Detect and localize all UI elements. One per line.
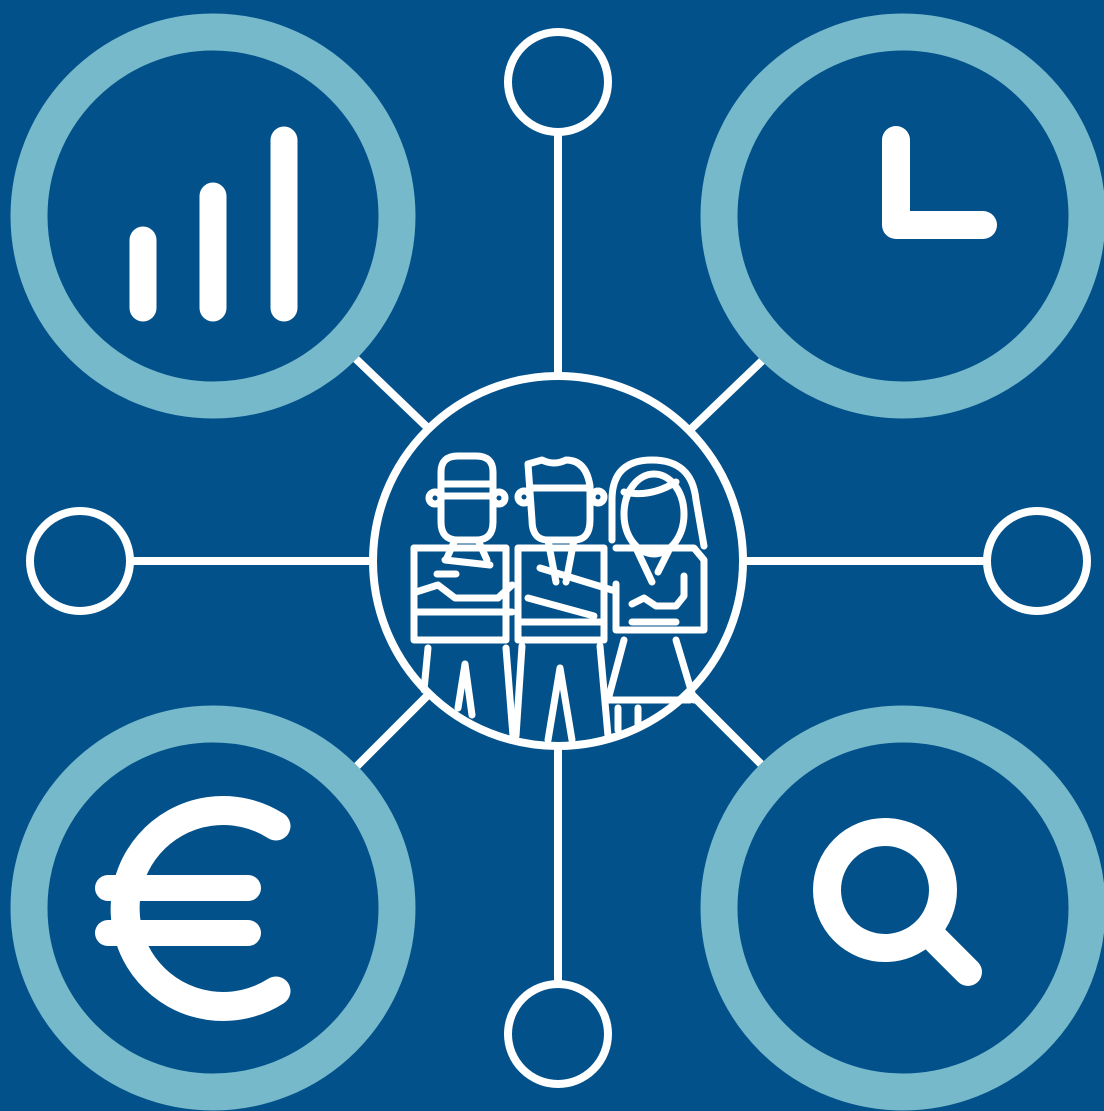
connector-top-right xyxy=(687,355,768,433)
small-node-right xyxy=(983,507,1091,615)
ring xyxy=(700,705,1104,1111)
euro-icon xyxy=(95,796,291,1021)
feature-circle-chart xyxy=(10,13,416,419)
search-icon xyxy=(813,818,982,986)
feature-circle-search xyxy=(700,705,1104,1111)
connector-top-left xyxy=(352,355,433,433)
connector-lines xyxy=(128,130,990,986)
feature-circle-clock xyxy=(700,13,1104,419)
hub-circle xyxy=(369,372,747,750)
small-node-bottom xyxy=(504,980,612,1088)
connector-bottom-left xyxy=(352,690,433,771)
feature-circle-euro xyxy=(10,705,416,1111)
connector-bottom-right xyxy=(687,690,768,771)
ring xyxy=(10,705,416,1111)
small-node-top xyxy=(504,28,612,136)
team-people-icon xyxy=(410,452,708,744)
small-node-left xyxy=(26,507,134,615)
bar-chart-icon xyxy=(129,126,298,322)
hub-ring xyxy=(369,372,747,750)
clock-icon xyxy=(882,126,997,239)
